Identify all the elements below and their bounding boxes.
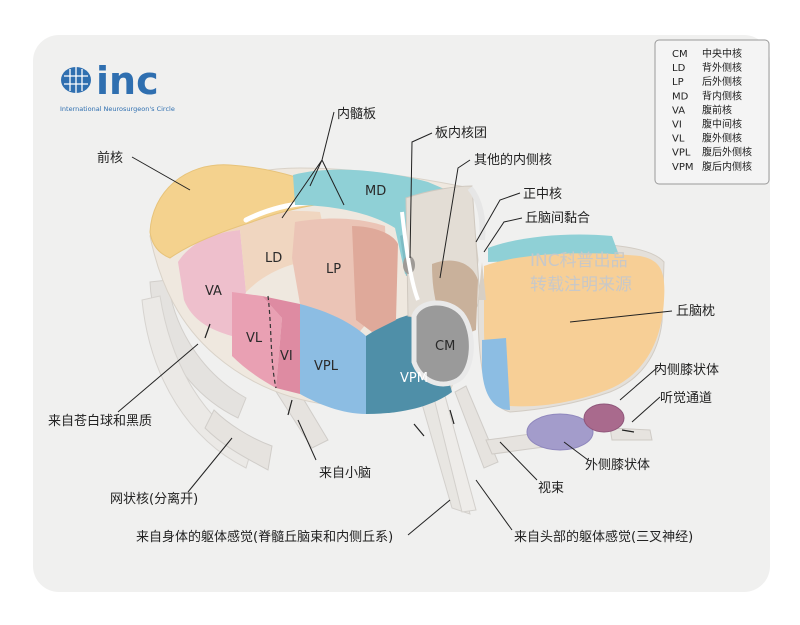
logo-tagline: International Neurosurgeon's Circle xyxy=(60,105,175,113)
legend-abbr: VL xyxy=(672,134,685,145)
lamina-streak xyxy=(400,211,420,301)
legend-name: 腹后外侧核 xyxy=(702,146,752,159)
region-label-ld: LD xyxy=(265,251,282,266)
arrow-icon xyxy=(621,429,635,433)
vi-region xyxy=(262,296,300,394)
va-region xyxy=(178,230,246,336)
legend-abbr: VPL xyxy=(672,148,691,159)
auditory-fiber xyxy=(609,427,653,441)
legend-abbr: MD xyxy=(672,91,689,102)
legend-name: 后外侧核 xyxy=(702,75,742,88)
label-pulvinar: 丘脑枕 xyxy=(676,304,715,319)
region-label-cm: CM xyxy=(435,339,455,354)
label-somatosensory-head: 来自头部的躯体感觉(三叉神经) xyxy=(514,529,693,545)
inc-logo: inc International Neurosurgeon's Circle xyxy=(60,59,175,113)
legend-abbr: CM xyxy=(672,49,688,60)
pulvinar xyxy=(484,253,665,407)
lateral-geniculate-body xyxy=(526,413,594,451)
label-internal-medullary-lamina: 内髓板 xyxy=(337,106,376,122)
legend-abbr: LD xyxy=(672,63,686,74)
legend-abbr: VPM xyxy=(672,162,694,173)
label-somatosensory-body: 来自身体的躯体感觉(脊髓丘脑束和内侧丘系) xyxy=(136,529,393,545)
fiber-arrows xyxy=(204,323,635,437)
label-lateral-geniculate-body: 外侧膝状体 xyxy=(585,458,650,473)
leader-lines xyxy=(117,111,673,536)
brain-icon xyxy=(61,67,91,93)
region-label-va: VA xyxy=(205,284,222,299)
arrow-icon xyxy=(449,409,455,425)
label-median-nucleus: 正中核 xyxy=(523,187,562,202)
right-seam xyxy=(478,262,486,300)
arrow-icon xyxy=(204,323,211,339)
thalamus-right xyxy=(477,234,665,455)
thalamus-left xyxy=(141,164,499,515)
legend-name: 中央中核 xyxy=(702,47,742,60)
arrow-icon xyxy=(287,399,293,416)
legend-name: 背外侧核 xyxy=(702,61,742,74)
label-from-cerebellum: 来自小脑 xyxy=(319,466,371,481)
region-label-vpm: VPM xyxy=(400,371,428,386)
posterior-lateral-block xyxy=(352,226,398,332)
legend-name: 腹前核 xyxy=(702,103,732,116)
arrow-icon xyxy=(413,423,425,437)
logo-letters: inc xyxy=(96,59,159,103)
vl-region xyxy=(232,292,282,388)
label-interthalamic-adhesion: 丘脑间黏合 xyxy=(525,210,590,226)
region-label-lp: LP xyxy=(326,262,341,277)
legend-name: 腹后内侧核 xyxy=(702,160,752,173)
legend-name: 腹中间核 xyxy=(702,118,742,131)
label-reticular-nucleus: 网状核(分离开) xyxy=(110,491,198,507)
legend-box: CM 中央中核 LD 背外侧核 LP 后外侧核 MD 背内侧核 VA 腹前核 VI 腹中间核 VL 腹外侧… xyxy=(654,39,770,185)
label-other-medial-nuclei: 其他的内侧核 xyxy=(474,152,552,168)
region-label-md: MD xyxy=(365,184,386,199)
watermark-line1: INC科普出品 xyxy=(530,251,628,271)
region-label-vl: VL xyxy=(246,331,263,346)
legend-abbr: LP xyxy=(672,77,684,88)
watermark-line2: 转载注明来源 xyxy=(530,275,632,295)
label-anterior-nucleus: 前核 xyxy=(97,150,123,166)
label-auditory-pathway: 听觉通道 xyxy=(660,391,712,406)
region-label-vi: VI xyxy=(280,349,293,364)
label-from-globus-pallidus: 来自苍白球和黑质 xyxy=(48,413,152,429)
legend-name: 腹外侧核 xyxy=(702,132,742,145)
vpl-region xyxy=(300,304,366,414)
cm-region xyxy=(411,300,474,387)
vpl-right xyxy=(482,338,510,410)
trigeminal-fiber xyxy=(454,385,499,469)
vl-vi-boundary xyxy=(267,295,277,389)
medial-geniculate-body xyxy=(583,403,625,433)
legend-name: 背内侧核 xyxy=(702,89,742,102)
label-optic-tract: 视束 xyxy=(538,481,564,496)
region-label-vpl: VPL xyxy=(314,359,339,374)
legend-abbr: VI xyxy=(672,120,682,131)
legend-abbr: VA xyxy=(672,105,685,116)
label-medial-geniculate-body: 内侧膝状体 xyxy=(654,362,719,378)
label-intralaminar-nuclei: 板内核团 xyxy=(435,125,487,141)
median-ribbon xyxy=(467,186,486,241)
